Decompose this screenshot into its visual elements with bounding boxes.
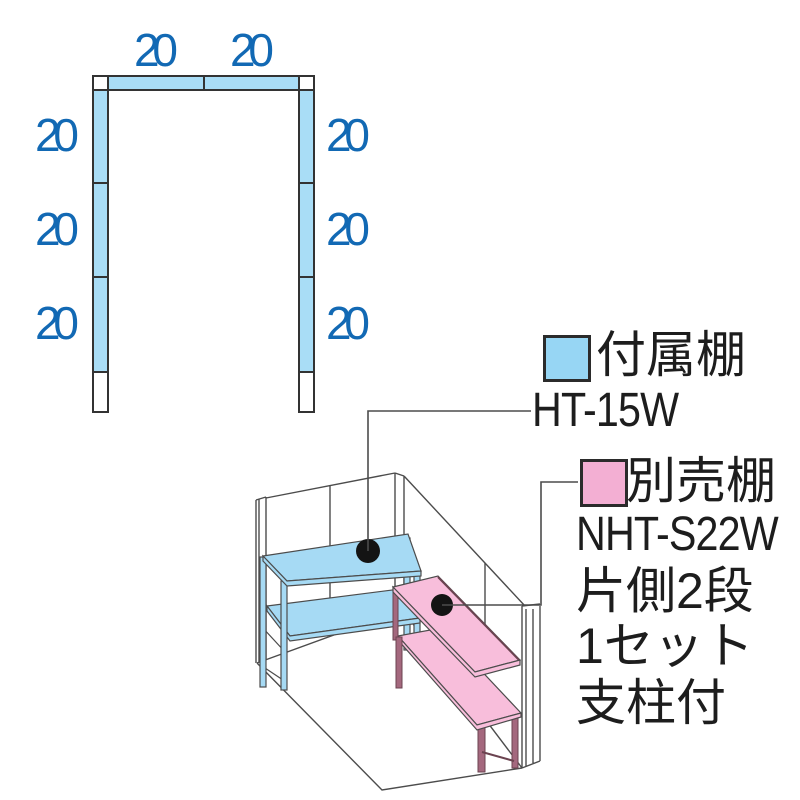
leader-line-included — [367, 410, 531, 551]
included-shelf-name: 付属棚 — [596, 327, 746, 383]
shelf-leg — [392, 589, 399, 641]
included-shelf-lower-edge — [266, 604, 421, 642]
plan-right-shelf-segment — [298, 276, 315, 373]
optional-shelf-name: 別売棚 — [626, 453, 776, 509]
shed-left-wall-top — [265, 472, 396, 499]
dimension-label: 20 — [35, 203, 79, 255]
optional-shelf-spec-line: 片側2段 — [576, 563, 754, 619]
shed-left-post — [255, 496, 267, 663]
shelf-leg — [395, 636, 403, 689]
optional-shelf — [391, 575, 523, 773]
plan-top-shelf-segment — [107, 75, 205, 91]
plan-left-shelf-segment — [92, 276, 109, 373]
dimension-label: 20 — [326, 109, 370, 161]
dimension-label: 20 — [35, 109, 79, 161]
dimension-label: 20 — [326, 297, 370, 349]
plan-right-shelf-segment — [298, 89, 315, 184]
shed-right-wall-top — [403, 475, 526, 607]
dimension-label: 20 — [326, 203, 370, 255]
plan-corner-block — [298, 75, 315, 91]
plan-view: 20 20 20 20 20 20 20 20 — [35, 24, 370, 413]
optional-shelf-swatch — [580, 459, 628, 507]
leader-line-optional — [442, 481, 578, 606]
plan-dimension-labels: 20 20 20 20 20 20 20 20 — [35, 24, 370, 349]
plan-end-block — [298, 371, 315, 413]
plan-left-shelf-segment — [92, 182, 109, 278]
optional-shelf-spec-line: 支柱付 — [576, 675, 726, 731]
dimension-label: 20 — [134, 24, 178, 76]
plan-corner-block — [92, 75, 109, 91]
plan-right-shelf-segment — [298, 182, 315, 278]
shelf-leg — [259, 556, 267, 688]
plan-shelf-layout — [92, 75, 315, 413]
optional-shelf-spec-line: 1セット — [576, 618, 754, 674]
plan-top-shelf-segment — [203, 75, 300, 91]
included-shelf-swatch — [543, 335, 591, 382]
isometric-drawing — [255, 410, 578, 791]
shed-floor-edge — [256, 662, 523, 791]
included-shelf-top-edge — [262, 554, 422, 587]
optional-shelf-top-edge — [392, 585, 521, 678]
optional-shelf-model: NHT-S22W — [576, 508, 779, 561]
dimension-label: 20 — [35, 297, 79, 349]
shelf-leg — [280, 580, 288, 691]
optional-shelf-back-rim — [437, 576, 521, 662]
included-shelf-model: HT-15W — [532, 384, 679, 437]
dimension-label: 20 — [230, 24, 274, 76]
plan-left-shelf-segment — [92, 89, 109, 184]
shed-right-post — [521, 603, 541, 769]
plan-end-block — [92, 371, 109, 413]
